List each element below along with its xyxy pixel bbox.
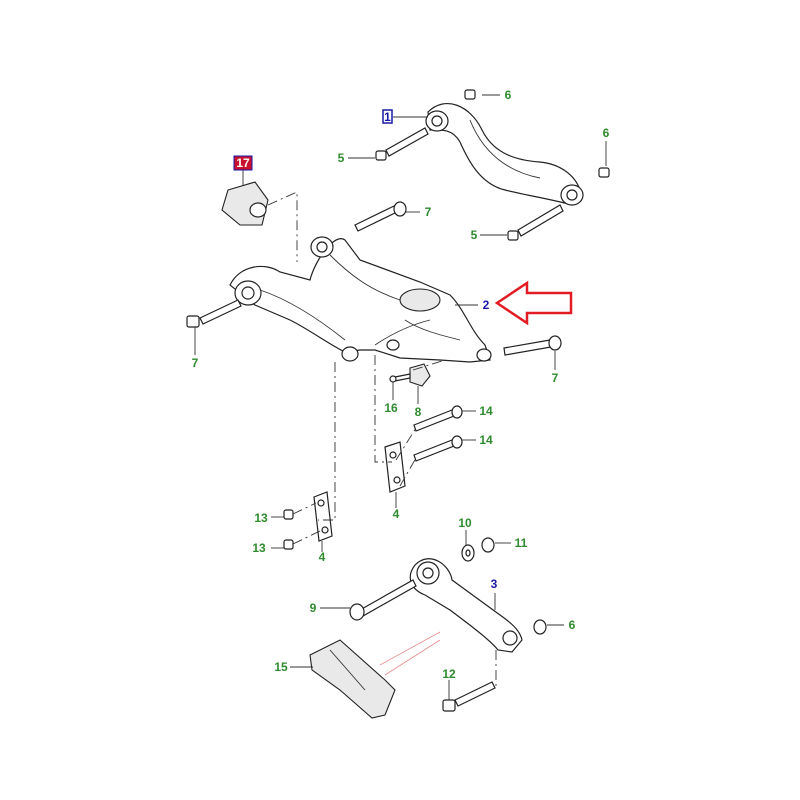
bolt-7-upper bbox=[354, 201, 407, 232]
washer-10 bbox=[461, 544, 475, 562]
alignment-line bbox=[292, 502, 317, 515]
callout-4-right[interactable]: 4 bbox=[393, 507, 400, 521]
callout-1[interactable]: 1 bbox=[384, 110, 391, 124]
callout-6-top[interactable]: 6 bbox=[505, 88, 512, 102]
callout-15[interactable]: 15 bbox=[274, 660, 288, 674]
callout-box-17 bbox=[233, 155, 253, 171]
callout-12[interactable]: 12 bbox=[442, 667, 456, 681]
callout-8[interactable]: 8 bbox=[415, 405, 422, 419]
callout-6-lower[interactable]: 6 bbox=[569, 618, 576, 632]
callout-14-lower[interactable]: 14 bbox=[479, 433, 493, 447]
callout-4-left[interactable]: 4 bbox=[319, 550, 326, 564]
clip-8 bbox=[409, 363, 431, 387]
callout-17[interactable]: 17 bbox=[236, 156, 250, 170]
nut-6-lower bbox=[533, 619, 547, 635]
nut-6-top bbox=[464, 89, 476, 100]
callout-5-lower[interactable]: 5 bbox=[471, 228, 478, 242]
screw-16 bbox=[389, 373, 411, 383]
alignment-line bbox=[318, 362, 336, 521]
callout-5-upper[interactable]: 5 bbox=[338, 151, 345, 165]
callout-13-lower[interactable]: 13 bbox=[252, 541, 266, 555]
alignment-line bbox=[412, 359, 446, 371]
nut-13-lower bbox=[283, 539, 294, 550]
lower-link-3 bbox=[409, 558, 523, 653]
alignment-line bbox=[374, 355, 392, 463]
bolt-14-lower bbox=[413, 435, 463, 462]
callout-9[interactable]: 9 bbox=[310, 601, 317, 615]
plate-4-right bbox=[384, 441, 406, 493]
callout-10[interactable]: 10 bbox=[458, 516, 472, 530]
nut-13-upper bbox=[283, 509, 294, 520]
leader-lines bbox=[194, 94, 607, 700]
bracket-17 bbox=[221, 181, 269, 226]
callout-6-right[interactable]: 6 bbox=[603, 126, 610, 140]
bolt-7-left bbox=[186, 299, 242, 328]
bolt-14-upper bbox=[413, 405, 463, 432]
callout-16[interactable]: 16 bbox=[384, 401, 398, 415]
callout-7-right[interactable]: 7 bbox=[552, 371, 559, 385]
callout-7-upper[interactable]: 7 bbox=[425, 205, 432, 219]
callout-box-1 bbox=[382, 109, 393, 124]
plate-4-left bbox=[313, 491, 333, 542]
callout-13-upper[interactable]: 13 bbox=[254, 511, 268, 525]
alignment-line bbox=[267, 191, 298, 262]
bolt-12 bbox=[442, 681, 496, 712]
alignment-line bbox=[399, 457, 417, 487]
callout-7-left[interactable]: 7 bbox=[192, 356, 199, 370]
callout-14-upper[interactable]: 14 bbox=[479, 404, 493, 418]
guide-line bbox=[379, 631, 441, 676]
bolt-5-lower bbox=[507, 204, 564, 241]
callout-2[interactable]: 2 bbox=[483, 298, 490, 312]
shield-15 bbox=[309, 639, 396, 719]
alignment-line bbox=[395, 427, 417, 461]
nut-6-right bbox=[598, 167, 610, 178]
callout-11[interactable]: 11 bbox=[515, 536, 528, 550]
highlight-arrow-icon bbox=[494, 280, 573, 326]
callout-3[interactable]: 3 bbox=[491, 577, 498, 591]
nut-11 bbox=[481, 537, 495, 553]
rear-subframe bbox=[229, 236, 492, 363]
bolt-7-right bbox=[503, 335, 562, 356]
upper-control-arm bbox=[425, 102, 584, 206]
alignment-line bbox=[292, 530, 321, 545]
bolt-9 bbox=[349, 579, 417, 621]
bolt-5-upper bbox=[375, 127, 429, 161]
